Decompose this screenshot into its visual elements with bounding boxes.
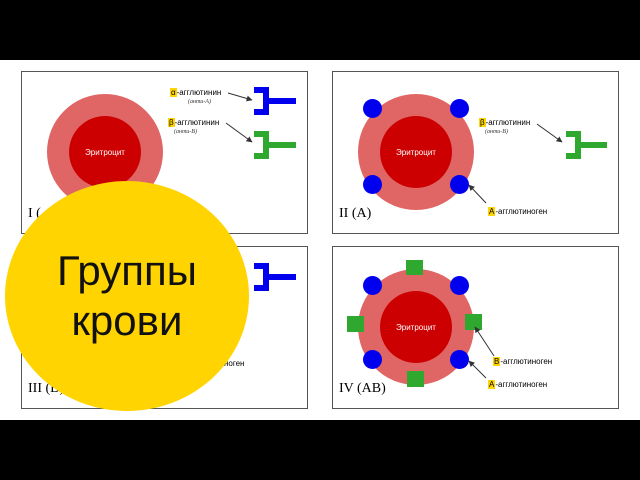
arrow: [537, 124, 562, 142]
anti-b-agglutinin-icon: [566, 134, 607, 156]
arrow: [228, 93, 252, 100]
anti-a-agglutinin-icon: [254, 90, 296, 112]
arrow: [226, 123, 252, 142]
arrow: [469, 185, 486, 203]
anti-a-agglutinin-icon: [254, 266, 296, 288]
arrow: [475, 327, 494, 356]
arrow: [469, 361, 486, 378]
anti-b-agglutinin-icon: [254, 134, 296, 156]
